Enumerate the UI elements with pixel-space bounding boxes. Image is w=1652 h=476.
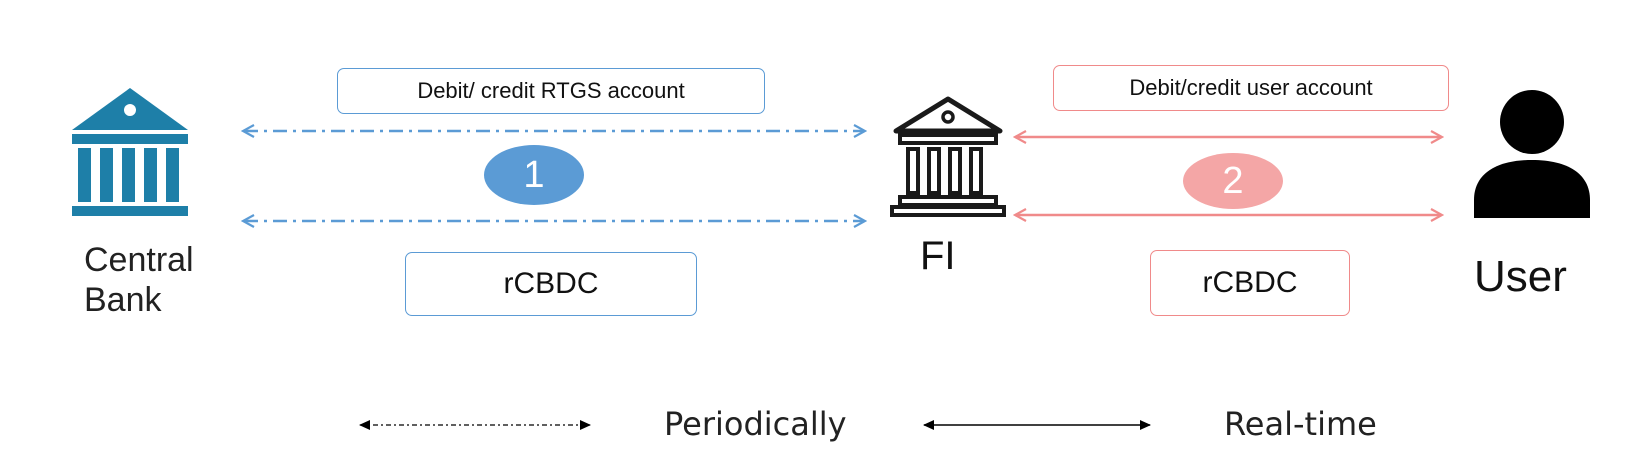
legend-realtime-label: Real-time bbox=[1224, 405, 1377, 443]
flow1-bottom-text: rCBDC bbox=[503, 267, 599, 300]
flow2-number-badge: 2 bbox=[1183, 153, 1283, 209]
flow2-top-box: Debit/credit user account bbox=[1053, 65, 1449, 111]
legend-periodic-label: Periodically bbox=[664, 405, 847, 443]
flow1-bottom-box: rCBDC bbox=[405, 252, 697, 316]
user-label: User bbox=[1474, 252, 1567, 301]
flow2-top-text: Debit/credit user account bbox=[1129, 75, 1373, 100]
flow2-bottom-text: rCBDC bbox=[1202, 266, 1298, 299]
user-icon bbox=[1474, 90, 1590, 218]
central-bank-label-line2: Bank bbox=[84, 281, 162, 319]
flow1-top-text: Debit/ credit RTGS account bbox=[417, 78, 685, 103]
flow1-number-badge: 1 bbox=[484, 145, 584, 205]
flow1-number: 1 bbox=[523, 153, 545, 196]
fi-bank-icon bbox=[890, 96, 1006, 217]
fi-label: FI bbox=[920, 234, 956, 278]
flow1-top-box: Debit/ credit RTGS account bbox=[337, 68, 765, 114]
central-bank-label-line1: Central bbox=[84, 241, 194, 279]
central-bank-icon bbox=[72, 88, 188, 216]
flow2-bottom-box: rCBDC bbox=[1150, 250, 1350, 316]
flow2-number: 2 bbox=[1222, 159, 1244, 202]
central-bank-label: Central Bank bbox=[84, 240, 194, 320]
